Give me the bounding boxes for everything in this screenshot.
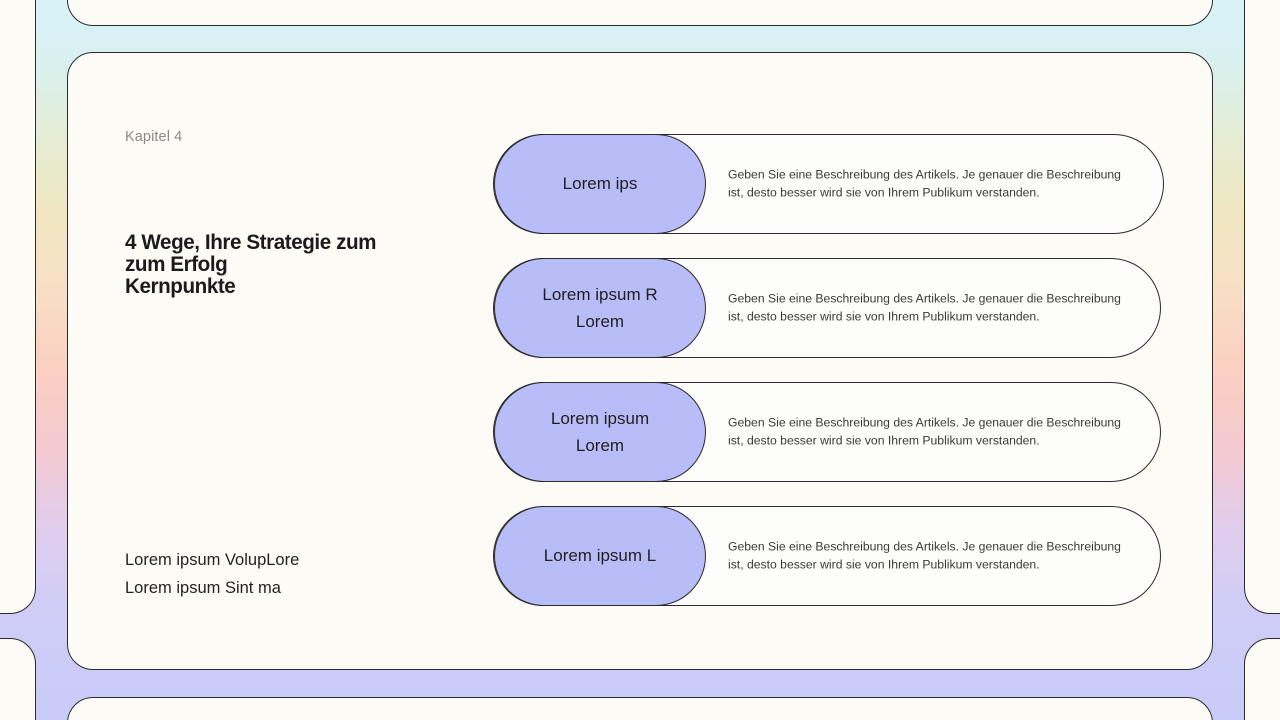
slide-card-next[interactable] (67, 697, 1213, 720)
page-title-line-3: Kernpunkte (125, 274, 236, 298)
list-item-description-line-2: ist, desto besser wird sie von Ihrem Pub… (728, 310, 1040, 324)
list-item-description: Geben Sie eine Beschreibung des Artikels… (728, 290, 1134, 327)
list-item-pill-label: Lorem ipsum L (530, 542, 670, 569)
list-item-description-line-1: Geben Sie eine Beschreibung des Artikels… (728, 539, 1121, 554)
page-title: 4 Wege, Ihre Strategie zum zum Erfolg Ke… (125, 231, 461, 297)
list-item-description-line-2: ist, desto besser wird sie von Ihrem Pub… (728, 558, 1040, 572)
list-item-pill-label-line-2: Lorem (575, 311, 625, 331)
page-title-line-2: zum Erfolg (125, 252, 228, 276)
list-item-pill-label: Lorem ips (549, 170, 652, 197)
list-item-description-line-2: ist, desto besser wird sie von Ihrem Pub… (728, 434, 1040, 448)
list-item-description-line-1: Geben Sie eine Beschreibung des Artikels… (728, 167, 1121, 182)
list-item[interactable]: Lorem ips Geben Sie eine Beschreibung de… (493, 133, 1164, 234)
list-item-pill-label-line-1: Lorem ipsum L (543, 546, 657, 566)
list-item-pill[interactable]: Lorem ipsum L (494, 505, 706, 606)
list-item[interactable]: Lorem ipsum L Geben Sie eine Beschreibun… (493, 505, 1161, 606)
slide-card-left[interactable] (0, 0, 36, 614)
list-item-description-line-1: Geben Sie eine Beschreibung des Artikels… (728, 415, 1121, 430)
slide-card-previous[interactable] (67, 0, 1213, 26)
list-item-pill[interactable]: Lorem ipsum Lorem (494, 381, 706, 482)
list-item[interactable]: Lorem ipsum Lorem Geben Sie eine Beschre… (493, 381, 1161, 482)
list-item-pill-label-line-1: Lorem ips (562, 174, 638, 194)
slide-footer-note-line-2: Lorem ipsum Sint ma (125, 578, 281, 597)
slide-footer-note: Lorem ipsum VolupLore Lorem ipsum Sint m… (125, 547, 465, 602)
slide-rows-column: Lorem ips Geben Sie eine Beschreibung de… (493, 53, 1193, 669)
slide-card-right-lower[interactable] (1244, 638, 1280, 720)
list-item-description-line-1: Geben Sie eine Beschreibung des Artikels… (728, 291, 1121, 306)
list-item-description: Geben Sie eine Beschreibung des Artikels… (728, 414, 1134, 451)
page-title-line-1: 4 Wege, Ihre Strategie zum (125, 230, 377, 254)
list-item-pill-label: Lorem ipsum R Lorem (528, 281, 671, 335)
slide-card-main[interactable]: Kapitel 4 4 Wege, Ihre Strategie zum zum… (67, 52, 1213, 670)
chapter-label: Kapitel 4 (125, 129, 183, 145)
list-item[interactable]: Lorem ipsum R Lorem Geben Sie eine Besch… (493, 257, 1161, 358)
list-item-description: Geben Sie eine Beschreibung des Artikels… (728, 538, 1134, 575)
list-item-description-line-2: ist, desto besser wird sie von Ihrem Pub… (728, 186, 1040, 200)
slide-card-left-lower[interactable] (0, 638, 36, 720)
slide-footer-note-line-1: Lorem ipsum VolupLore (125, 551, 300, 569)
slide-left-column: Kapitel 4 4 Wege, Ihre Strategie zum zum… (125, 53, 485, 669)
list-item-description: Geben Sie eine Beschreibung des Artikels… (728, 166, 1137, 203)
list-item-pill-label-line-1: Lorem ipsum (550, 408, 650, 428)
slide-card-right[interactable] (1244, 0, 1280, 614)
list-item-pill-label: Lorem ipsum Lorem (537, 405, 663, 459)
list-item-pill-label-line-2: Lorem (575, 435, 625, 455)
list-item-pill[interactable]: Lorem ipsum R Lorem (494, 257, 706, 358)
list-item-pill-label-line-1: Lorem ipsum R (542, 284, 658, 304)
list-item-pill[interactable]: Lorem ips (494, 133, 706, 234)
